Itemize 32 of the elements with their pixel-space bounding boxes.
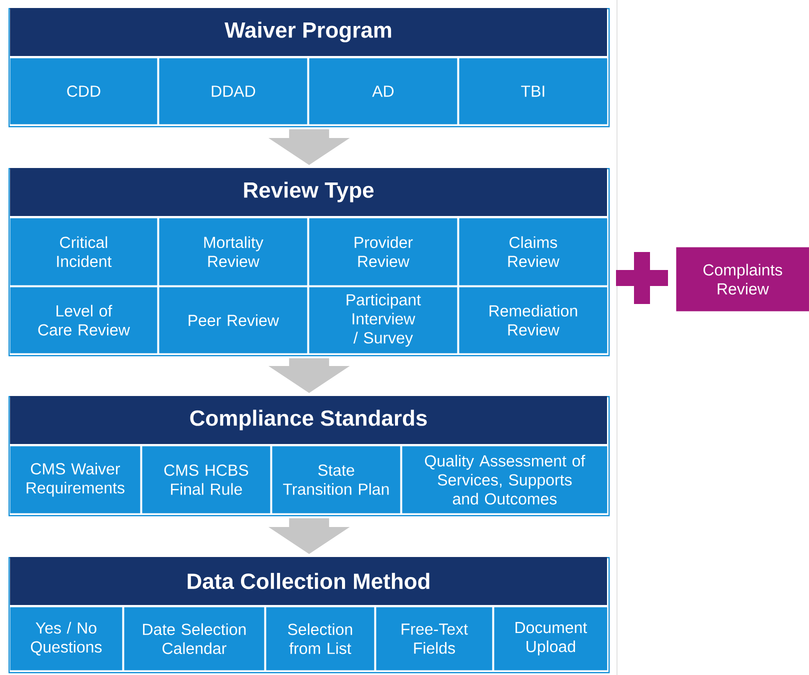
category-cell: AD: [309, 58, 458, 124]
category-cell: Level of Care Review: [10, 287, 158, 354]
node-label: Remediation Review: [490, 304, 578, 336]
node-label: Level of Care Review: [38, 304, 130, 336]
category-cell: CMS Waiver Requirements: [10, 446, 140, 514]
category-cell: State Transition Plan: [272, 446, 400, 514]
category-cell: Critical Incident: [10, 218, 158, 286]
node-label: CDD: [67, 86, 100, 97]
category-cell: DDAD: [159, 58, 308, 124]
complaints-box: Complaints Review: [676, 247, 809, 312]
category-cell: Selection from List: [266, 607, 374, 670]
category-cell: Document Upload: [494, 607, 608, 670]
category-cell: CMS HCBS Final Rule: [142, 446, 270, 514]
category-cell: Claims Review: [459, 218, 608, 286]
node-label: Critical Incident: [57, 236, 112, 268]
node-label: CMS Waiver Requirements: [26, 462, 124, 497]
category-cell: Participant Interview / Survey: [309, 287, 458, 354]
node-label: Claims Review: [508, 236, 560, 268]
category-cell: Date Selection Calendar: [124, 607, 264, 670]
category-cell: TBI: [459, 58, 608, 124]
category-cell: Quality Assessment of Services, Supports and Outcomes: [402, 446, 608, 514]
category-cell: Mortality Review: [159, 218, 308, 286]
node-label: Yes / No Questions: [30, 622, 102, 656]
category-cell: Free-Text Fields: [376, 607, 492, 670]
category-cell: Provider Review: [309, 218, 458, 286]
node-label: Quality Assessment of Services, Supports and Outcomes: [424, 454, 586, 505]
node-label: TBI: [521, 86, 544, 97]
category-cell: Yes / No Questions: [10, 607, 122, 670]
category-cell: CDD: [10, 58, 158, 124]
node-label: Document Upload: [516, 622, 588, 656]
category-cell: Peer Review: [159, 287, 308, 354]
category-cell: Remediation Review: [459, 287, 608, 354]
